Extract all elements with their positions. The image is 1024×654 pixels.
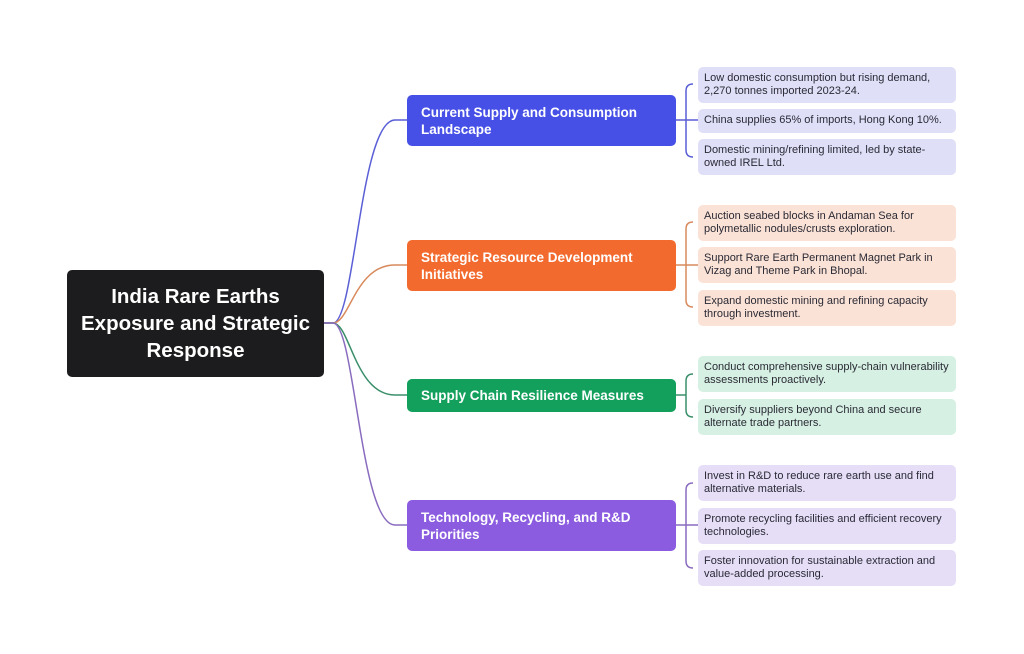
leaf-text: Promote recycling facilities and efficie… bbox=[704, 512, 942, 539]
root-title: India Rare Earths Exposure and Strategic… bbox=[81, 285, 310, 362]
bracket-branch-1 bbox=[676, 83, 698, 158]
leaf-node[interactable]: Expand domestic mining and refining capa… bbox=[698, 290, 956, 326]
leaf-text: Expand domestic mining and refining capa… bbox=[704, 294, 928, 321]
leaf-text: China supplies 65% of imports, Hong Kong… bbox=[704, 114, 942, 127]
connector-root-branch-1 bbox=[324, 119, 407, 324]
branch-label: Supply Chain Resilience Measures bbox=[421, 388, 644, 403]
branch-label: Current Supply and Consumption Landscape bbox=[421, 104, 637, 137]
leaf-node[interactable]: Support Rare Earth Permanent Magnet Park… bbox=[698, 247, 956, 283]
leaf-node[interactable]: Low domestic consumption but rising dema… bbox=[698, 67, 956, 103]
branch-node-technology-recycling[interactable]: Technology, Recycling, and R&D Prioritie… bbox=[407, 500, 676, 551]
leaf-text: Domestic mining/refining limited, led by… bbox=[704, 143, 926, 170]
connector-root-branch-3 bbox=[324, 322, 407, 396]
bracket-branch-2 bbox=[676, 221, 698, 308]
branch-node-strategic-resource[interactable]: Strategic Resource Development Initiativ… bbox=[407, 240, 676, 291]
bracket-branch-4 bbox=[676, 482, 698, 569]
leaf-node[interactable]: Diversify suppliers beyond China and sec… bbox=[698, 399, 956, 435]
leaf-text: Diversify suppliers beyond China and sec… bbox=[704, 403, 922, 430]
leaf-text: Auction seabed blocks in Andaman Sea for… bbox=[704, 209, 914, 236]
leaf-node[interactable]: Conduct comprehensive supply-chain vulne… bbox=[698, 356, 956, 392]
leaf-text: Invest in R&D to reduce rare earth use a… bbox=[704, 469, 934, 496]
leaf-text: Support Rare Earth Permanent Magnet Park… bbox=[704, 251, 933, 278]
bracket-branch-3 bbox=[676, 373, 694, 418]
root-node[interactable]: India Rare Earths Exposure and Strategic… bbox=[67, 270, 324, 377]
leaf-node[interactable]: Domestic mining/refining limited, led by… bbox=[698, 139, 956, 175]
leaf-node[interactable]: Invest in R&D to reduce rare earth use a… bbox=[698, 465, 956, 501]
connector-root-branch-2 bbox=[324, 264, 407, 324]
leaf-node[interactable]: Foster innovation for sustainable extrac… bbox=[698, 550, 956, 586]
leaf-node[interactable]: Auction seabed blocks in Andaman Sea for… bbox=[698, 205, 956, 241]
connector-root-branch-4 bbox=[324, 322, 407, 526]
branch-node-supply-chain-resilience[interactable]: Supply Chain Resilience Measures bbox=[407, 379, 676, 412]
leaf-text: Foster innovation for sustainable extrac… bbox=[704, 554, 936, 581]
branch-label: Strategic Resource Development Initiativ… bbox=[421, 249, 633, 282]
leaf-node[interactable]: Promote recycling facilities and efficie… bbox=[698, 508, 956, 544]
leaf-text: Low domestic consumption but rising dema… bbox=[704, 71, 931, 98]
branch-label: Technology, Recycling, and R&D Prioritie… bbox=[421, 509, 631, 542]
leaf-text: Conduct comprehensive supply-chain vulne… bbox=[704, 360, 949, 387]
branch-node-supply-consumption[interactable]: Current Supply and Consumption Landscape bbox=[407, 95, 676, 146]
leaf-node[interactable]: China supplies 65% of imports, Hong Kong… bbox=[698, 109, 956, 133]
